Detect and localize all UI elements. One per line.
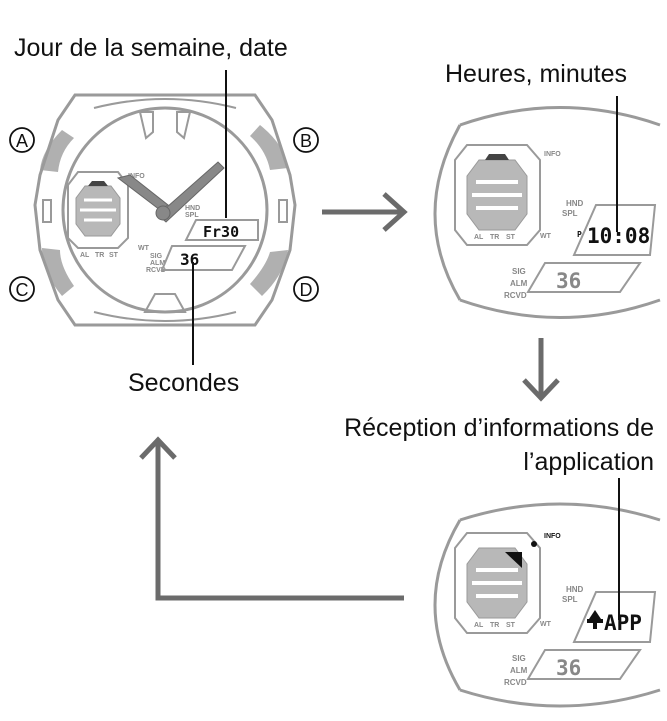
label-hnd-2: HND (566, 199, 584, 208)
label-sig-2: SIG (512, 267, 526, 276)
label-spl-2: SPL (562, 209, 578, 218)
display-seconds: 36 (180, 250, 199, 269)
display-time: 10:08 (587, 224, 650, 248)
pm-indicator: P (577, 230, 582, 239)
watch-dial-app: INFO AL TR ST WT HND SPL APP 36 SIG ALM … (433, 478, 661, 708)
label-al: AL (80, 252, 90, 259)
label-rcvd-2: RCVD (504, 291, 527, 300)
label-spl: SPL (185, 212, 199, 219)
caption-hours-minutes: Heures, minutes (445, 60, 627, 88)
label-info-3: INFO (544, 533, 561, 540)
label-st: ST (109, 252, 119, 259)
label-sig-3: SIG (512, 654, 526, 663)
caption-reception-line1: Réception d’informations de (344, 414, 654, 442)
label-al-3: AL (474, 622, 484, 629)
label-sig: SIG (150, 253, 163, 260)
label-spl-3: SPL (562, 595, 578, 604)
label-wt-3: WT (540, 621, 552, 628)
label-tr: TR (95, 252, 104, 259)
label-info: INFO (128, 173, 145, 180)
label-alm-3: ALM (510, 666, 528, 675)
label-hnd-3: HND (566, 585, 584, 594)
display-seconds-3: 36 (556, 656, 581, 680)
button-c-shape (42, 248, 74, 296)
label-tr-2: TR (490, 234, 499, 241)
label-alm: ALM (150, 260, 165, 267)
label-rcvd-3: RCVD (504, 678, 527, 687)
label-wt: WT (138, 245, 150, 252)
label-hnd: HND (185, 205, 200, 212)
display-seconds-2: 36 (556, 269, 581, 293)
button-a-shape (40, 130, 74, 172)
label-wt-2: WT (540, 233, 552, 240)
button-b[interactable]: B (300, 131, 312, 151)
arrow-return (139, 436, 404, 601)
button-b-shape (250, 125, 288, 170)
caption-day-date: Jour de la semaine, date (14, 34, 288, 62)
watch-dial-time: INFO AL TR ST WT HND SPL P 10:08 36 SIG … (433, 96, 661, 319)
button-d-shape (250, 250, 288, 296)
label-st-2: ST (506, 234, 516, 241)
button-d[interactable]: D (300, 280, 313, 300)
watch-full: INFO AL TR ST WT HND SPL SIG ALM RCVD Fr… (9, 70, 319, 365)
label-tr-3: TR (490, 622, 499, 629)
caption-seconds: Secondes (128, 369, 239, 397)
app-icon (587, 610, 603, 629)
display-app: APP (604, 611, 642, 635)
label-al-2: AL (474, 234, 484, 241)
label-st-3: ST (506, 622, 516, 629)
label-alm-2: ALM (510, 279, 528, 288)
caption-reception-line2: l’application (523, 448, 654, 476)
watch-case (33, 93, 297, 327)
display-day-date: Fr30 (203, 223, 239, 241)
label-info-2: INFO (544, 151, 561, 158)
label-rcvd: RCVD (146, 267, 166, 274)
minute-hand (116, 174, 169, 211)
arrow-right (322, 192, 408, 232)
button-a[interactable]: A (16, 131, 28, 151)
button-c[interactable]: C (16, 280, 29, 300)
arrow-down (522, 338, 560, 402)
